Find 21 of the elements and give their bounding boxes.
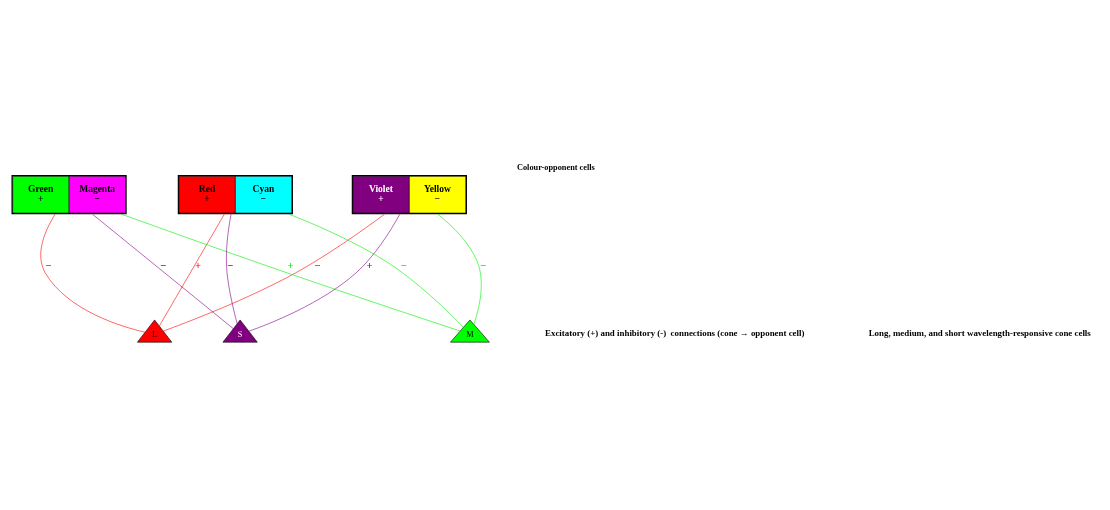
edge-label: + xyxy=(194,258,202,271)
edge-label: − xyxy=(227,258,234,271)
connector xyxy=(288,213,464,327)
connector xyxy=(121,213,461,331)
connector xyxy=(226,213,238,324)
connector xyxy=(40,213,146,332)
edge-label: − xyxy=(480,258,487,271)
diagram-title: Colour-opponent cells xyxy=(516,162,595,172)
edge-label: − xyxy=(45,258,52,271)
connector xyxy=(159,213,225,326)
connector xyxy=(163,213,385,331)
edge-label: − xyxy=(400,258,407,271)
edge-label: + xyxy=(287,258,294,271)
connector xyxy=(437,213,482,325)
connector xyxy=(92,213,234,329)
connector xyxy=(248,213,401,331)
edge-label: + xyxy=(366,258,373,271)
label: Excitatory (+) and inhibitory (-) connections (cone → opponent cell) xyxy=(545,327,805,338)
edge-label: − xyxy=(314,258,321,271)
label: Long, medium, and short wavelength-responsive cone cells xyxy=(868,327,1091,338)
edge-label: − xyxy=(159,258,167,271)
